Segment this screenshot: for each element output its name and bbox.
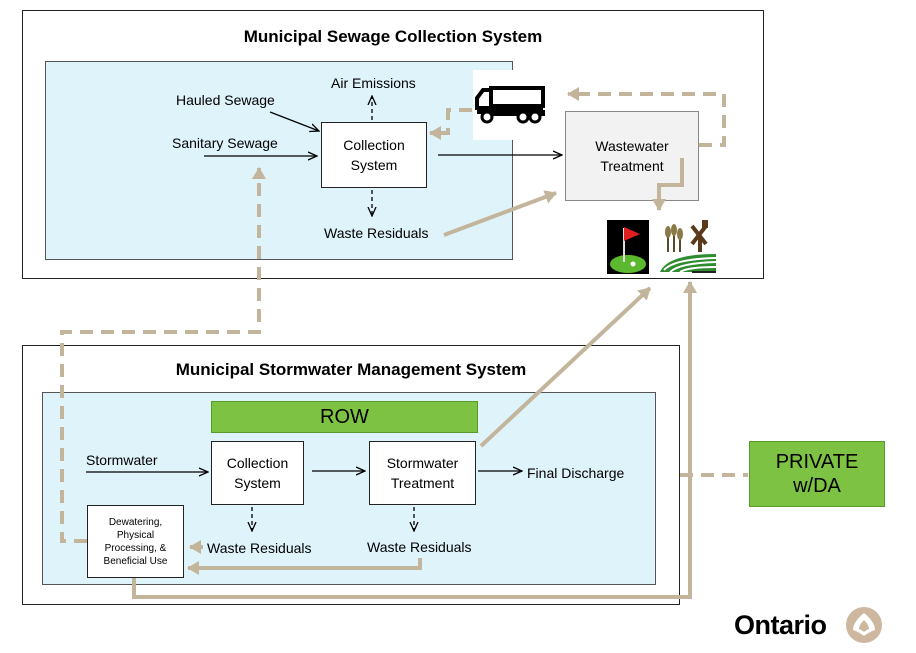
sewage-collection-system-box: Collection System: [321, 122, 427, 188]
agriculture-field-icon: [658, 214, 718, 274]
storm-collection-system-box: Collection System: [211, 441, 304, 505]
trillium-logo-icon: [845, 606, 883, 644]
hauled-sewage-label: Hauled Sewage: [176, 92, 275, 108]
sewage-system-panel: [45, 61, 513, 260]
sewage-waste-residuals-label: Waste Residuals: [324, 225, 429, 241]
stormwater-treatment-box: Stormwater Treatment: [369, 441, 476, 505]
storm-waste-residuals-left-label: Waste Residuals: [207, 540, 312, 556]
air-emissions-label: Air Emissions: [331, 75, 416, 91]
private-da-box: PRIVATE w/DA: [749, 441, 885, 507]
stormwater-system-title: Municipal Stormwater Management System: [175, 360, 527, 379]
truck-icon: [473, 70, 547, 140]
final-discharge-label: Final Discharge: [527, 465, 625, 481]
row-banner: ROW: [211, 401, 478, 433]
stormwater-label: Stormwater: [86, 452, 158, 468]
dewatering-box: Dewatering, Physical Processing, & Benef…: [87, 505, 184, 578]
ontario-logo-text: Ontario: [734, 610, 827, 640]
storm-waste-residuals-right-label: Waste Residuals: [367, 539, 472, 555]
sewage-system-title: Municipal Sewage Collection System: [243, 27, 543, 46]
golf-course-icon: [607, 220, 649, 274]
sanitary-sewage-label: Sanitary Sewage: [172, 135, 278, 151]
